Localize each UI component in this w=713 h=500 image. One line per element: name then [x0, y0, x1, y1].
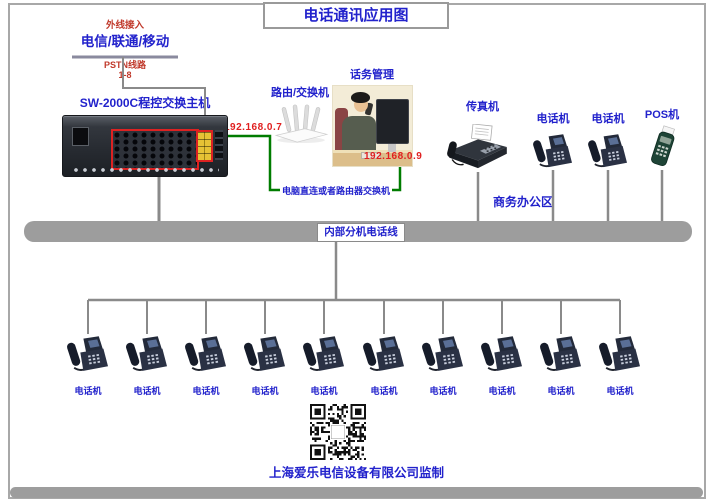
green-lan-wire [226, 134, 402, 192]
extension-phone-label: 电话机 [251, 386, 279, 396]
pos-icon [644, 124, 682, 172]
extension-phone-label: 电话机 [606, 386, 634, 396]
extension-phone-label: 电话机 [74, 386, 102, 396]
extension-phone: 电话机 [478, 334, 526, 397]
monitor-stand [388, 140, 396, 152]
extension-phone: 电话机 [537, 334, 585, 397]
fax-icon [446, 124, 510, 172]
pstn-line-label: PSTN线路 [103, 60, 146, 70]
phone-icon [537, 334, 585, 374]
phone-icon [300, 334, 348, 374]
operator-body [342, 116, 376, 152]
office-phone-2-label: 电话机 [591, 113, 625, 125]
qr-center-logo [331, 425, 345, 439]
office-phone-1-icon [531, 132, 575, 170]
extension-phone-label: 电话机 [429, 386, 457, 396]
operator-keyboard [361, 152, 381, 159]
router-icon [272, 100, 330, 144]
office-phone-1-label: 电话机 [536, 113, 570, 125]
pbx-image [62, 115, 228, 177]
extension-phone: 电话机 [596, 334, 644, 397]
phone-icon [64, 334, 112, 374]
extension-drop-wires [87, 300, 621, 334]
extension-phone-label: 电话机 [488, 386, 516, 396]
extension-phone: 电话机 [241, 334, 289, 397]
pstn-wire [122, 57, 206, 116]
bottom-bar [10, 487, 703, 498]
pbx-ip-label: 192.168.0.7 [224, 122, 283, 133]
phone-icon [419, 334, 467, 374]
carriers-label: 电信/联通/移动 [80, 34, 170, 49]
operator-ip-label: 192.168.0.9 [364, 151, 423, 162]
operator-image [332, 85, 413, 167]
publisher-label: 上海爱乐电信设备有限公司监制 [268, 466, 444, 480]
phone-icon [360, 334, 408, 374]
extension-phone-label: 电话机 [310, 386, 338, 396]
pbx-label: SW-2000C程控交换主机 [79, 96, 211, 110]
extension-phone: 电话机 [64, 334, 112, 397]
diagram-title-box: 电话通讯应用图 [263, 2, 449, 29]
office-area-label: 商务办公区 [492, 195, 553, 209]
office-phone-2-icon [586, 132, 630, 170]
pbx-power-inlet [72, 127, 89, 146]
extension-phone-label: 电话机 [133, 386, 161, 396]
pbx-side-connector [215, 130, 223, 160]
qr-code [310, 404, 366, 460]
extension-phone: 电话机 [419, 334, 467, 397]
external-access-heading: 外线接入 [105, 20, 144, 31]
office-drop-wires [476, 170, 664, 221]
router-label: 路由/交换机 [270, 87, 330, 99]
pos-label: POS机 [644, 109, 680, 121]
extension-bus-label: 内部分机电话线 [317, 223, 405, 242]
extension-phone-label: 电话机 [547, 386, 575, 396]
phone-icon [182, 334, 230, 374]
phone-icon [478, 334, 526, 374]
pbx-bottom-ports [73, 167, 219, 174]
operator-hair [351, 92, 370, 103]
pbx-extension-ports [111, 129, 199, 170]
extension-phone-label: 电话机 [192, 386, 220, 396]
operator-label: 话务管理 [350, 69, 394, 81]
extension-phone: 电话机 [360, 334, 408, 397]
pstn-line-range: 1-8 [118, 70, 132, 80]
monitor-back [376, 99, 409, 144]
extension-phone-label: 电话机 [370, 386, 398, 396]
extension-phone: 电话机 [182, 334, 230, 397]
phone-icon [596, 334, 644, 374]
page-title: 电话通讯应用图 [303, 7, 409, 24]
phone-icon [123, 334, 171, 374]
phone-icon [241, 334, 289, 374]
lan-note-label: 电脑直连或者路由器交换机 [280, 184, 392, 197]
fax-label: 传真机 [466, 101, 499, 113]
extension-phone: 电话机 [300, 334, 348, 397]
pbx-trunk-connectors [196, 130, 213, 162]
extension-phone: 电话机 [123, 334, 171, 397]
